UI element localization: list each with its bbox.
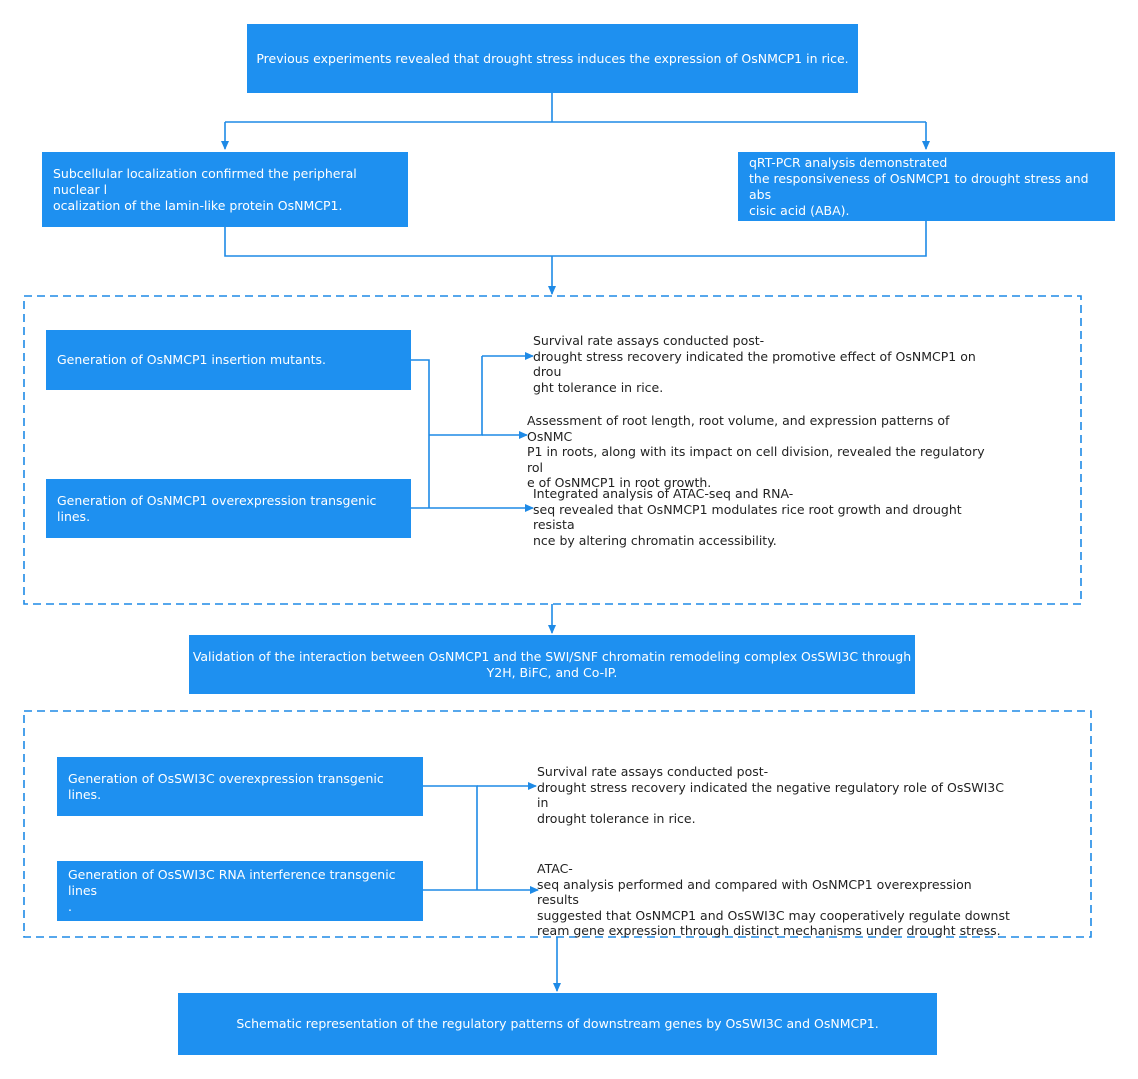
step-top-box: Previous experiments revealed that droug… xyxy=(247,24,858,93)
group2-finding-2: ATAC- seq analysis performed and compare… xyxy=(537,861,1010,938)
step-localization-text: Subcellular localization confirmed the p… xyxy=(53,165,357,213)
group1-material-box-1: Generation of OsNMCP1 insertion mutants. xyxy=(46,330,411,390)
group2-material-box-2: Generation of OsSWI3C RNA interference t… xyxy=(57,861,423,921)
group1-finding-3: Integrated analysis of ATAC-seq and RNA-… xyxy=(533,486,962,548)
step-interaction-text: Validation of the interaction between Os… xyxy=(192,648,912,680)
connector-group1-materials xyxy=(411,356,483,509)
connector-top-split xyxy=(225,93,926,123)
group1-material-text-2: Generation of OsNMCP1 overexpression tra… xyxy=(57,492,377,524)
step-qrtpcr-text: qRT-PCR analysis demonstrated the respon… xyxy=(749,154,1089,218)
step-final-text: Schematic representation of the regulato… xyxy=(236,1016,879,1031)
group2-finding-1: Survival rate assays conducted post- dro… xyxy=(537,764,1004,826)
step-final-box: Schematic representation of the regulato… xyxy=(178,993,937,1055)
step-interaction-box: Validation of the interaction between Os… xyxy=(189,635,915,694)
group1-material-text-1: Generation of OsNMCP1 insertion mutants. xyxy=(57,352,327,367)
connector-group2-materials xyxy=(423,785,478,891)
group1-finding-2: Assessment of root length, root volume, … xyxy=(527,413,985,490)
group1-finding-1: Survival rate assays conducted post- dro… xyxy=(533,333,976,395)
step-top-text: Previous experiments revealed that droug… xyxy=(256,50,849,66)
connector-merge xyxy=(224,221,927,257)
group1-material-box-2: Generation of OsNMCP1 overexpression tra… xyxy=(46,479,411,538)
step-qrtpcr-box: qRT-PCR analysis demonstrated the respon… xyxy=(738,152,1115,221)
step-localization-box: Subcellular localization confirmed the p… xyxy=(42,152,408,227)
group1-dashed-border xyxy=(23,295,1082,605)
group2-material-text-1: Generation of OsSWI3C overexpression tra… xyxy=(68,770,384,802)
group2-material-box-1: Generation of OsSWI3C overexpression tra… xyxy=(57,757,423,816)
group2-material-text-2: Generation of OsSWI3C RNA interference t… xyxy=(68,867,396,914)
